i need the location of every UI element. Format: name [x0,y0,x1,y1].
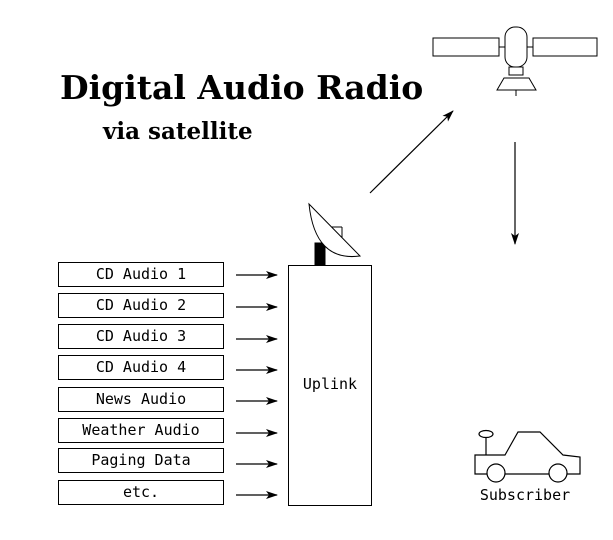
source-box-cd-audio-2: CD Audio 2 [58,293,224,318]
source-arrows [236,271,278,499]
diagram-subtitle: via satellite [103,118,253,145]
source-box-etc: etc. [58,480,224,505]
source-box-cd-audio-4: CD Audio 4 [58,355,224,380]
source-box-news-audio: News Audio [58,387,224,412]
diagram-title: Digital Audio Radio [60,68,424,107]
source-box-cd-audio-1: CD Audio 1 [58,262,224,287]
arrow-uplink-to-satellite [369,110,454,194]
source-box-weather-audio: Weather Audio [58,418,224,443]
satellite-icon [432,26,598,96]
uplink-box: Uplink [288,265,372,506]
source-box-cd-audio-3: CD Audio 3 [58,324,224,349]
subscriber-label: Subscriber [479,486,571,504]
uplink-label: Uplink [302,375,358,393]
source-box-paging-data: Paging Data [58,448,224,473]
car-icon [474,429,581,483]
dish-antenna-icon [308,202,362,266]
